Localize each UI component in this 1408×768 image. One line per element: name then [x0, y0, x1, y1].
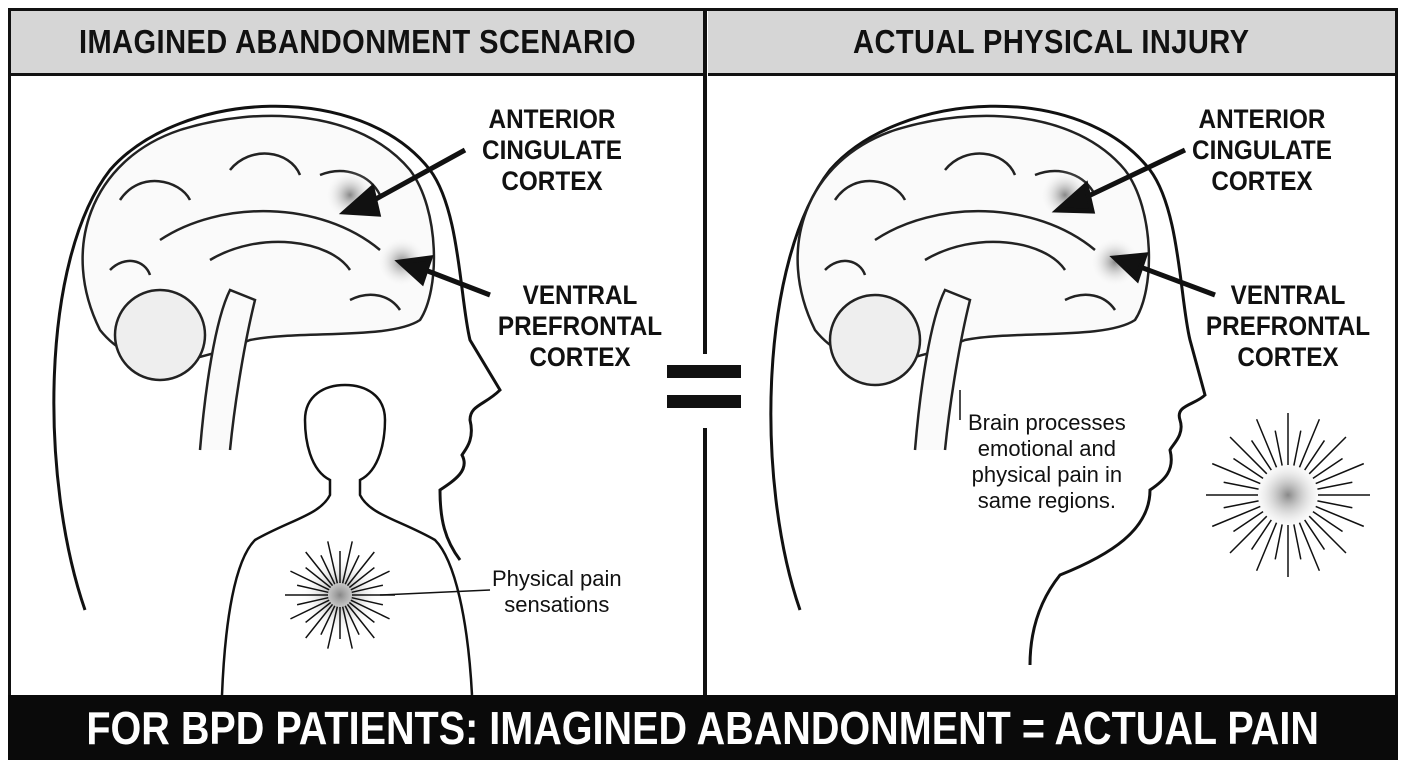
- pain-ray: [327, 541, 339, 584]
- right-acc-label: ANTERIOR CINGULATE CORTEX: [1181, 104, 1343, 197]
- right-pain-burst-icon: [1206, 413, 1370, 577]
- pain-ray: [305, 551, 334, 587]
- pain-ray: [1223, 500, 1259, 509]
- pain-ray: [1211, 462, 1261, 485]
- left-arrow-icons: [338, 147, 491, 298]
- pain-ray: [1211, 505, 1261, 528]
- pain-ray: [290, 570, 330, 591]
- pain-ray: [320, 555, 336, 585]
- human-torso-icon: [220, 383, 474, 696]
- pain-ray: [1229, 436, 1268, 475]
- panel-divider-top: [703, 11, 707, 354]
- pain-ray: [350, 570, 390, 591]
- note-line: physical pain in: [971, 462, 1123, 487]
- pain-ray: [1255, 522, 1278, 572]
- footer-banner: FOR BPD PATIENTS: IMAGINED ABANDONMENT =…: [8, 695, 1398, 760]
- pain-ray: [348, 566, 375, 589]
- left-head-icon: [52, 104, 502, 611]
- pain-ray: [348, 601, 375, 624]
- left-note: Physical pain sensations: [492, 566, 622, 618]
- note-line: emotional and: [977, 436, 1116, 461]
- pain-ray: [1274, 524, 1283, 560]
- pain-ray: [290, 599, 330, 620]
- note-line: Brain processes: [968, 410, 1126, 435]
- left-vpfc-label: VENTRAL PREFRONTAL CORTEX: [490, 280, 670, 373]
- pain-ray: [1233, 511, 1264, 533]
- left-pain-burst-icon: [285, 541, 395, 649]
- pain-ray: [346, 603, 375, 639]
- pain-ray: [1315, 462, 1365, 485]
- pain-ray: [1315, 505, 1365, 528]
- pain-ray: [1317, 500, 1353, 509]
- note-line: sensations: [504, 592, 610, 617]
- note-line: Physical pain: [492, 566, 622, 591]
- right-vpfc-label: VENTRAL PREFRONTAL CORTEX: [1198, 280, 1378, 373]
- pain-ray: [305, 566, 332, 589]
- pain-ray: [1293, 524, 1302, 560]
- pain-ray: [1250, 440, 1272, 471]
- label-line: CORTEX: [501, 166, 603, 196]
- pain-ray: [1304, 519, 1326, 550]
- pain-ray: [296, 584, 329, 594]
- footer-text: FOR BPD PATIENTS: IMAGINED ABANDONMENT =…: [86, 701, 1320, 754]
- label-line: CINGULATE: [482, 135, 622, 165]
- label-line: PREFRONTAL: [497, 311, 663, 341]
- equals-bar-bottom: [667, 395, 741, 408]
- right-brain-icon: [796, 114, 1151, 451]
- pain-ray: [351, 596, 384, 606]
- pain-ray: [1308, 515, 1347, 554]
- equals-bar-top: [667, 365, 741, 378]
- pain-ray: [341, 541, 353, 584]
- pain-ray: [350, 599, 390, 620]
- pain-ray: [344, 605, 360, 635]
- pain-ray: [344, 555, 360, 585]
- left-note-leader: [379, 589, 491, 596]
- pain-ray: [1308, 436, 1347, 475]
- pain-ray: [1317, 481, 1353, 490]
- pain-ray: [1250, 519, 1272, 550]
- label-line: PREFRONTAL: [1205, 311, 1371, 341]
- label-line: VENTRAL: [1230, 280, 1346, 310]
- pain-ray: [1233, 457, 1264, 479]
- pain-ray: [346, 551, 375, 587]
- pain-ray: [1304, 440, 1326, 471]
- pain-ray: [1274, 430, 1283, 466]
- label-line: CINGULATE: [1192, 135, 1332, 165]
- pain-ray: [1223, 481, 1259, 490]
- pain-ray: [1229, 515, 1268, 554]
- pain-ray: [296, 596, 329, 606]
- label-line: CORTEX: [529, 342, 631, 372]
- pain-ray: [1312, 511, 1343, 533]
- right-title-text: ACTUAL PHYSICAL INJURY: [853, 23, 1250, 60]
- pain-ray: [1298, 522, 1321, 572]
- pain-ray: [1298, 418, 1321, 468]
- pain-ray: [305, 601, 332, 624]
- pain-ray: [341, 606, 353, 649]
- label-line: CORTEX: [1211, 166, 1313, 196]
- pain-ray: [327, 606, 339, 649]
- left-brain-icon: [81, 114, 436, 451]
- right-note: Brain processes emotional and physical p…: [968, 410, 1126, 514]
- pain-ray: [305, 603, 334, 639]
- note-line: same regions.: [977, 488, 1116, 513]
- pain-ray: [1312, 457, 1343, 479]
- right-panel-title: ACTUAL PHYSICAL INJURY: [708, 11, 1395, 76]
- left-panel-title: IMAGINED ABANDONMENT SCENARIO: [11, 11, 703, 76]
- pain-ray: [1293, 430, 1302, 466]
- left-title-text: IMAGINED ABANDONMENT SCENARIO: [78, 23, 636, 60]
- left-acc-label: ANTERIOR CINGULATE CORTEX: [471, 104, 633, 197]
- right-arrow-icons: [1051, 147, 1216, 298]
- pain-ray: [351, 584, 384, 594]
- pain-ray: [1255, 418, 1278, 468]
- label-line: ANTERIOR: [1198, 104, 1326, 134]
- pain-ray: [320, 605, 336, 635]
- panel-divider-bottom: [703, 428, 707, 695]
- label-line: VENTRAL: [522, 280, 638, 310]
- label-line: ANTERIOR: [488, 104, 616, 134]
- label-line: CORTEX: [1237, 342, 1339, 372]
